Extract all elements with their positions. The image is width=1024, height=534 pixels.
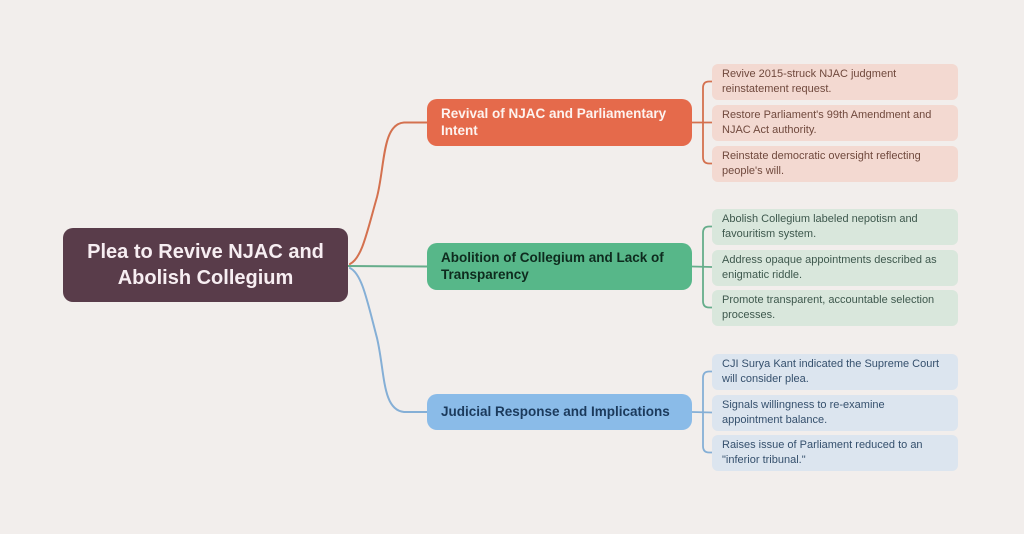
leaf-node: CJI Surya Kant indicated the Supreme Cou… [712, 354, 958, 390]
branch3-leaf-connectors [691, 370, 713, 454]
leaf-node: Raises issue of Parliament reduced to an… [712, 434, 958, 471]
leaf-node: Reinstate democratic oversight reflectin… [712, 145, 958, 182]
branch-node-judicial-response: Judicial Response and Implications [427, 394, 692, 430]
leaf-node: Abolish Collegium labeled nepotism and f… [712, 209, 958, 245]
leaf-node: Signals willingness to re-examine appoin… [712, 394, 958, 431]
branch-node-revival-of-njac: Revival of NJAC and Parliamentary Intent [427, 99, 692, 146]
leaf-node: Address opaque appointments described as… [712, 249, 958, 286]
branch-node-abolition-of-collegium: Abolition of Collegium and Lack of Trans… [427, 243, 692, 290]
leaf-node: Promote transparent, accountable selecti… [712, 290, 958, 326]
branch3-connector [349, 267, 428, 413]
leaf-node: Revive 2015-struck NJAC judgment reinsta… [712, 64, 958, 100]
branch2-leaf-connectors [691, 225, 713, 309]
branch2-connector [347, 265, 428, 268]
leaf-node: Restore Parliament's 99th Amendment and … [712, 104, 958, 141]
branch1-connector [349, 121, 428, 265]
branch1-leaf-connectors [691, 80, 713, 165]
central-topic-node: Plea to Revive NJAC and Abolish Collegiu… [63, 228, 348, 302]
